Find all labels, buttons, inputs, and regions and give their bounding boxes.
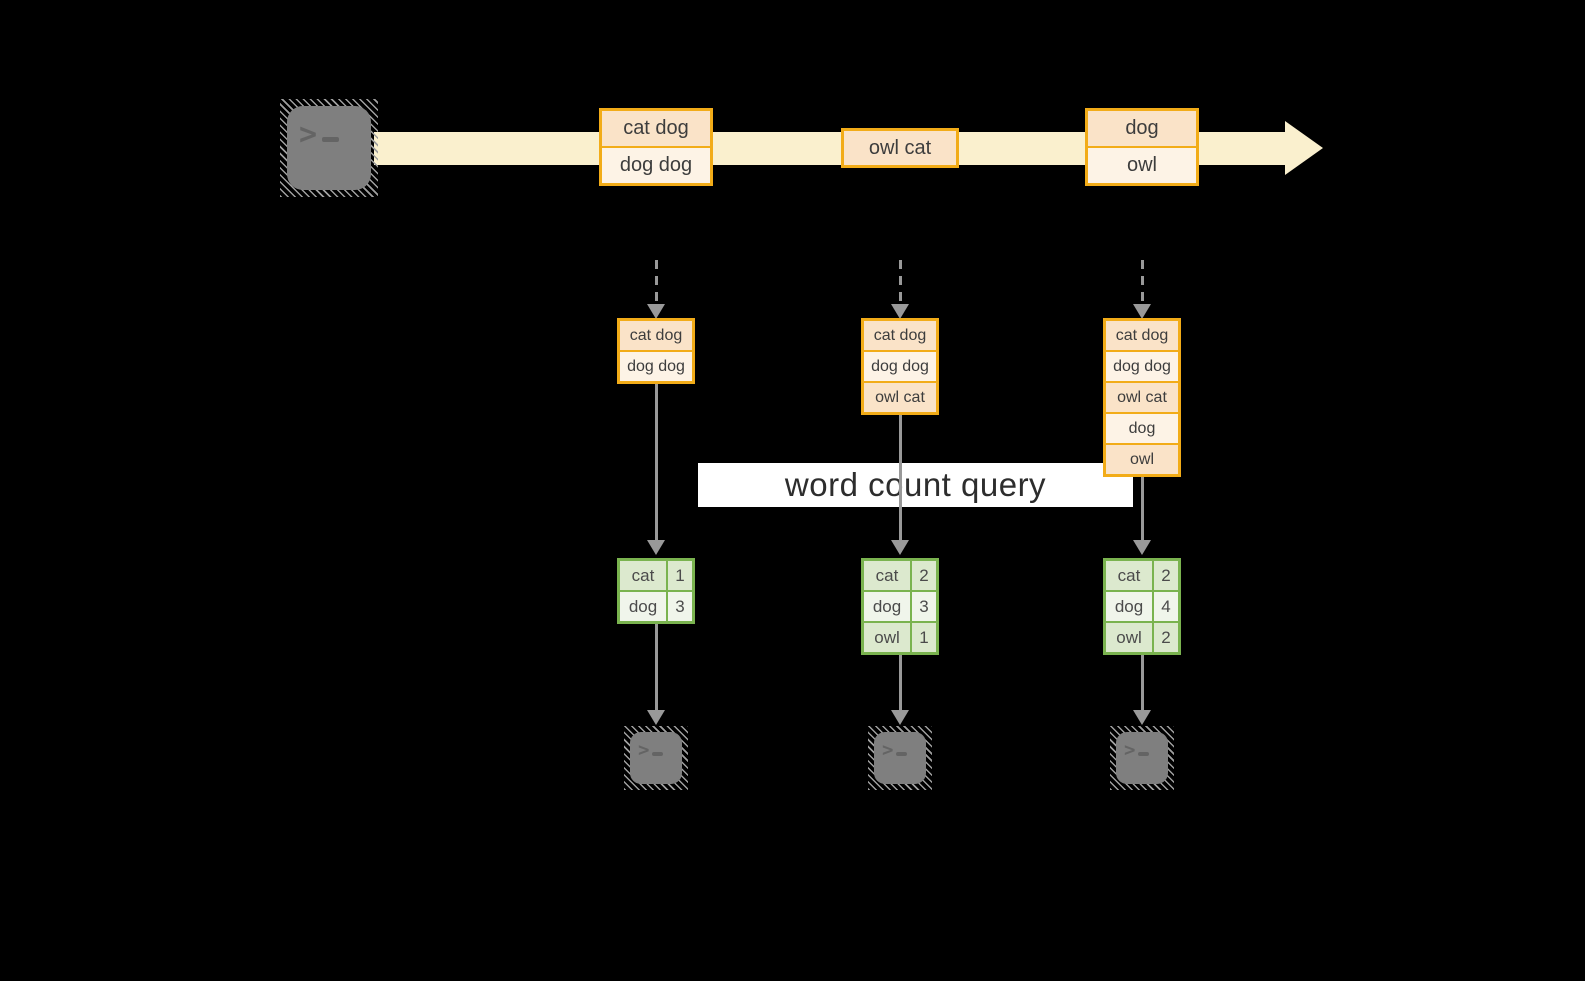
table-row: dog 4: [1106, 590, 1178, 621]
query-arrow-3: [1141, 477, 1144, 540]
table-row: dog 3: [620, 590, 692, 621]
dispatch-arrow-1: [655, 260, 658, 306]
word-count-query-label: word count query: [698, 463, 1133, 507]
stream-event-cell: owl cat: [844, 131, 956, 165]
prompt-cursor: [652, 751, 664, 756]
dispatch-arrowhead-icon: [1133, 304, 1151, 319]
prompt-cursor: [322, 136, 340, 142]
buffered-event-cell: owl cat: [864, 381, 936, 412]
table-row: cat 2: [864, 561, 936, 590]
stream-event-box-1: cat dog dog dog: [599, 108, 713, 186]
event-buffer-stack-3: cat dog dog dog owl cat dog owl: [1103, 318, 1181, 477]
table-row: cat 1: [620, 561, 692, 590]
sink-terminal-icon-3: >: [1110, 726, 1174, 790]
word-cell: dog: [872, 597, 902, 616]
buffered-event-cell: dog dog: [864, 350, 936, 381]
buffered-event-cell: cat dog: [620, 321, 692, 350]
terminal-body: >: [287, 106, 371, 190]
count-cell: 3: [666, 592, 692, 621]
table-row: dog 3: [864, 590, 936, 621]
count-cell: 4: [1152, 592, 1178, 621]
stream-event-cell: dog dog: [602, 146, 710, 183]
word-count-table-1: cat 1 dog 3: [617, 558, 695, 624]
word-cell: owl: [874, 628, 900, 647]
prompt-chevron: >: [638, 739, 650, 761]
buffered-event-cell: owl: [1106, 443, 1178, 474]
source-terminal-icon: >: [280, 99, 378, 197]
query-arrowhead-icon: [1133, 540, 1151, 555]
count-cell: 2: [910, 561, 936, 590]
buffered-event-cell: dog: [1106, 412, 1178, 443]
output-arrow-3: [1141, 655, 1144, 710]
event-buffer-stack-1: cat dog dog dog: [617, 318, 695, 384]
prompt-chevron: >: [882, 739, 894, 761]
count-cell: 1: [666, 561, 692, 590]
word-cell: dog: [628, 597, 658, 616]
table-row: owl 1: [864, 621, 936, 652]
buffered-event-cell: dog dog: [1106, 350, 1178, 381]
word-count-table-3: cat 2 dog 4 owl 2: [1103, 558, 1181, 655]
query-arrowhead-icon: [891, 540, 909, 555]
word-cell: cat: [1117, 566, 1141, 585]
stream-event-box-2: owl cat: [841, 128, 959, 168]
buffered-event-cell: dog dog: [620, 350, 692, 381]
prompt-cursor: [1138, 751, 1150, 756]
terminal-body: >: [874, 732, 926, 784]
query-arrow-1: [655, 384, 658, 540]
prompt-chevron: >: [1124, 739, 1136, 761]
count-cell: 3: [910, 592, 936, 621]
count-cell: 1: [910, 623, 936, 652]
sink-terminal-icon-1: >: [624, 726, 688, 790]
dispatch-arrowhead-icon: [647, 304, 665, 319]
buffered-event-cell: owl cat: [1106, 381, 1178, 412]
query-arrow-2: [899, 415, 902, 540]
terminal-prompt-icon: >: [1124, 739, 1150, 761]
dispatch-arrow-3: [1141, 260, 1144, 306]
word-cell: dog: [1114, 597, 1144, 616]
output-arrowhead-icon: [1133, 710, 1151, 725]
table-row: owl 2: [1106, 621, 1178, 652]
sink-terminal-icon-2: >: [868, 726, 932, 790]
stream-event-cell: cat dog: [602, 111, 710, 146]
buffered-event-cell: cat dog: [1106, 321, 1178, 350]
output-arrowhead-icon: [647, 710, 665, 725]
event-buffer-stack-2: cat dog dog dog owl cat: [861, 318, 939, 415]
buffered-event-cell: cat dog: [864, 321, 936, 350]
count-cell: 2: [1152, 623, 1178, 652]
stream-event-box-3: dog owl: [1085, 108, 1199, 186]
stream-arrowhead-icon: [1285, 121, 1323, 175]
stream-event-cell: owl: [1088, 146, 1196, 183]
word-cell: cat: [875, 566, 899, 585]
terminal-prompt-icon: >: [882, 739, 908, 761]
dispatch-arrowhead-icon: [891, 304, 909, 319]
word-cell: cat: [631, 566, 655, 585]
table-row: cat 2: [1106, 561, 1178, 590]
output-arrowhead-icon: [891, 710, 909, 725]
query-arrowhead-icon: [647, 540, 665, 555]
output-arrow-2: [899, 655, 902, 710]
prompt-chevron: >: [299, 117, 318, 152]
terminal-body: >: [630, 732, 682, 784]
prompt-cursor: [896, 751, 908, 756]
stream-event-cell: dog: [1088, 111, 1196, 146]
dispatch-arrow-2: [899, 260, 902, 306]
output-arrow-1: [655, 624, 658, 710]
terminal-prompt-icon: >: [638, 739, 664, 761]
count-cell: 2: [1152, 561, 1178, 590]
word-count-table-2: cat 2 dog 3 owl 1: [861, 558, 939, 655]
word-cell: owl: [1116, 628, 1142, 647]
terminal-body: >: [1116, 732, 1168, 784]
terminal-prompt-icon: >: [299, 117, 340, 152]
